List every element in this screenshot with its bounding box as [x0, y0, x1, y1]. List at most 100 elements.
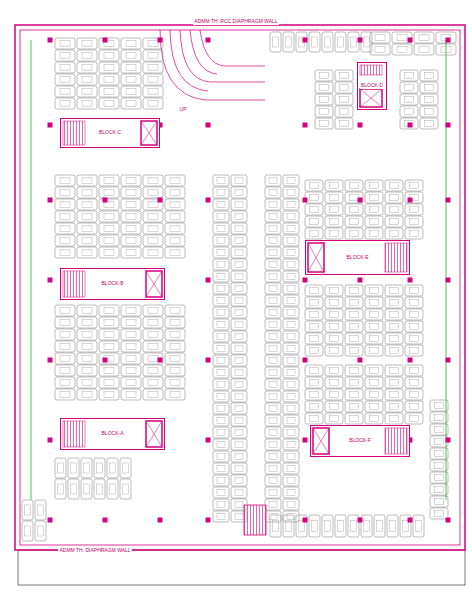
car-bay	[165, 223, 185, 234]
car-roof	[269, 358, 277, 364]
car-roof	[330, 392, 339, 398]
car-roof	[269, 310, 277, 316]
car-roof	[340, 97, 349, 103]
car-bay	[325, 180, 343, 191]
car-bay	[121, 365, 141, 376]
column	[358, 278, 363, 283]
car-roof	[82, 89, 92, 95]
car-bay	[143, 98, 163, 109]
car-bay	[55, 86, 75, 97]
car-bay	[99, 329, 119, 340]
car-roof	[364, 37, 370, 47]
car-bay	[283, 259, 299, 270]
car-roof	[310, 380, 319, 386]
car-roof	[235, 454, 243, 460]
car-bay	[143, 329, 163, 340]
car-bay	[94, 458, 105, 478]
car-roof	[287, 250, 295, 256]
car-roof	[350, 219, 359, 225]
car-bay	[231, 451, 247, 462]
car-roof	[405, 85, 414, 91]
car-roof	[235, 226, 243, 232]
car-roof	[410, 183, 419, 189]
car-roof	[350, 300, 359, 306]
car-roof	[287, 214, 295, 220]
green-line	[446, 40, 447, 500]
car-bay	[283, 475, 299, 486]
car-bay	[325, 216, 343, 227]
car-roof	[25, 505, 31, 515]
car-roof	[123, 484, 129, 494]
car-roof	[410, 288, 419, 294]
car-bay	[121, 247, 141, 258]
car-roof	[104, 202, 114, 208]
column	[103, 518, 108, 523]
car-roof	[82, 238, 92, 244]
car-bay	[385, 192, 403, 203]
car-bay	[77, 199, 97, 210]
car-roof	[310, 219, 319, 225]
car-roof	[217, 226, 225, 232]
car-bay	[265, 271, 281, 282]
car-bay	[430, 448, 448, 459]
car-roof	[170, 380, 180, 386]
car-roof	[148, 41, 158, 47]
car-bay	[121, 98, 141, 109]
block-ground	[60, 268, 165, 300]
car-bay	[107, 458, 118, 478]
car-bay	[335, 94, 353, 105]
car-roof	[217, 334, 225, 340]
car-bay	[283, 283, 299, 294]
car-bay	[345, 345, 363, 356]
block-name: BLOCK-F	[348, 438, 372, 444]
car-bay	[99, 389, 119, 400]
car-roof	[310, 183, 319, 189]
car-roof	[170, 356, 180, 362]
car-roof	[235, 190, 243, 196]
car-bay	[213, 331, 229, 342]
car-roof	[410, 368, 419, 374]
car-bay	[231, 487, 247, 498]
car-bay	[265, 343, 281, 354]
car-roof	[330, 207, 339, 213]
car-bay	[370, 32, 390, 43]
car-roof	[235, 406, 243, 412]
car-bay	[414, 44, 434, 55]
car-roof	[148, 53, 158, 59]
car-bay	[77, 175, 97, 186]
car-roof	[104, 380, 114, 386]
car-roof	[217, 250, 225, 256]
car-roof	[97, 463, 103, 473]
car-bay	[385, 285, 403, 296]
car-roof	[217, 478, 225, 484]
car-bay	[345, 204, 363, 215]
car-roof	[217, 286, 225, 292]
car-bay	[392, 32, 412, 43]
car-roof	[235, 394, 243, 400]
car-bay	[345, 228, 363, 239]
car-bay	[345, 401, 363, 412]
car-roof	[410, 380, 419, 386]
car-roof	[435, 487, 444, 493]
car-bay	[55, 389, 75, 400]
car-bay	[265, 379, 281, 390]
car-bay	[405, 365, 423, 376]
car-bay	[77, 389, 97, 400]
column	[303, 198, 308, 203]
car-bay	[231, 187, 247, 198]
car-roof	[287, 418, 295, 424]
column	[446, 358, 451, 363]
column	[206, 518, 211, 523]
car-roof	[390, 312, 399, 318]
car-bay	[121, 38, 141, 49]
car-bay	[385, 365, 403, 376]
car-roof	[104, 178, 114, 184]
car-bay	[345, 297, 363, 308]
car-roof	[170, 178, 180, 184]
lift-box	[146, 271, 162, 297]
car-roof	[320, 121, 329, 127]
car-roof	[104, 368, 114, 374]
car-bay	[305, 216, 323, 227]
car-bay	[77, 98, 97, 109]
car-bay	[231, 235, 247, 246]
